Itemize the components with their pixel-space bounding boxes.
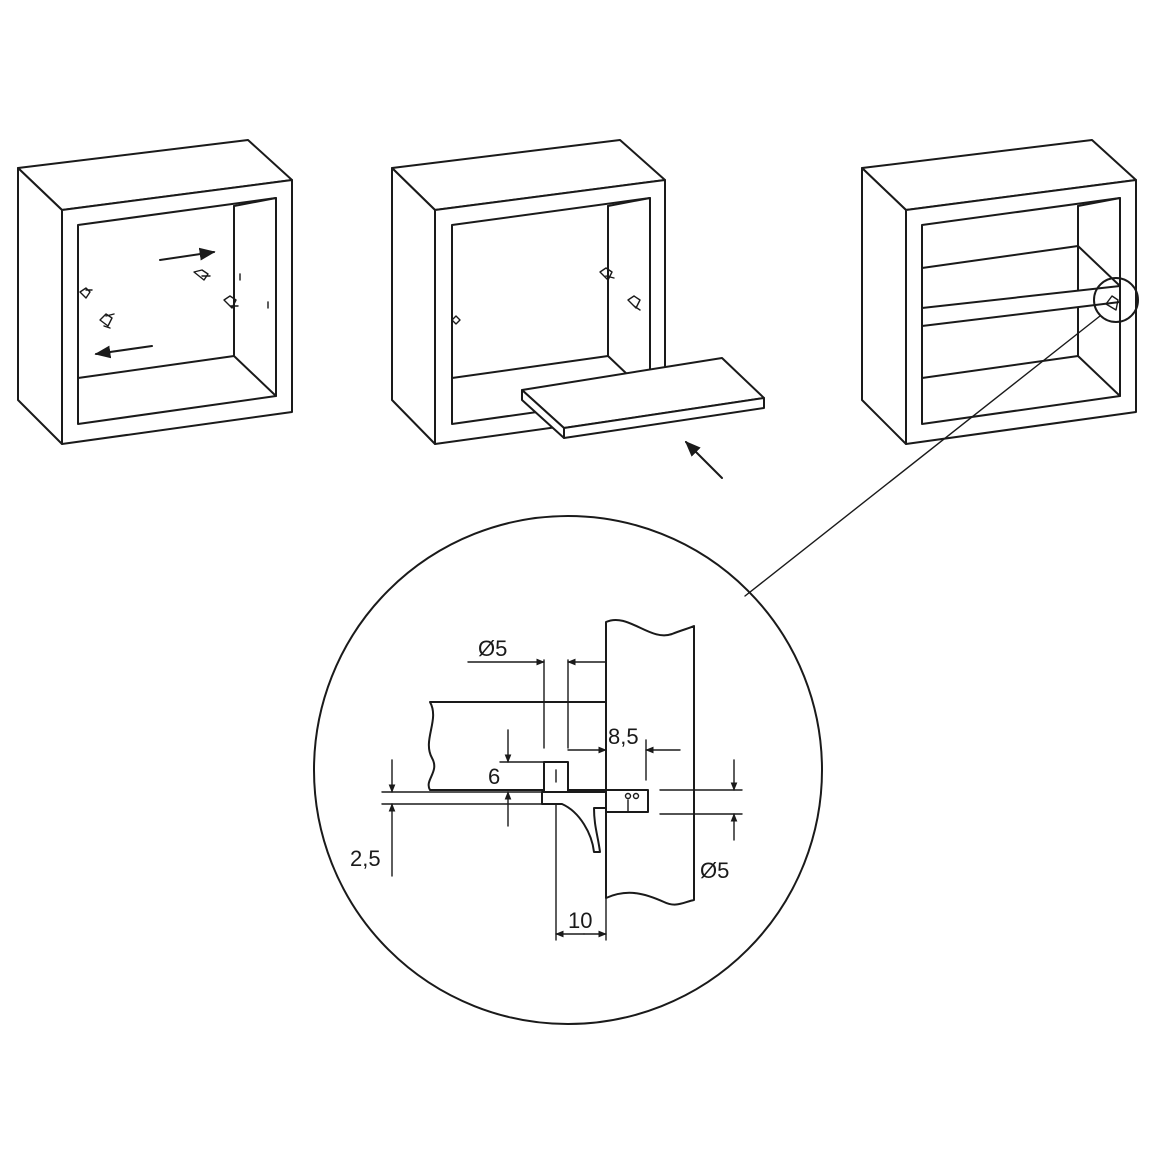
shelf-section — [427, 701, 607, 791]
side-panel-section — [605, 619, 695, 906]
dim-pin-offset: 8,5 — [567, 724, 681, 781]
dim-label-pin-hole-diameter: Ø5 — [478, 636, 507, 661]
detail-callout-circle — [1093, 277, 1139, 323]
dim-pin-hole-diameter: Ø5 — [467, 636, 607, 749]
cabinet-step-1 — [17, 139, 293, 445]
dim-hole-distance: 10 — [555, 803, 607, 941]
shelf-pin-body — [541, 791, 607, 853]
dim-pin-height: 6 — [488, 729, 545, 827]
cabinet-step-3 — [744, 139, 1139, 597]
shelf-pin-icon — [451, 267, 641, 325]
cabinet-1-opening — [77, 197, 277, 425]
dim-label-pin-height: 6 — [488, 764, 500, 789]
dim-shelf-offset: 2,5 — [350, 759, 543, 877]
shelf-pin-icon — [79, 269, 269, 329]
slide-in-arrow — [684, 440, 723, 479]
shelf-pin-shaft — [605, 789, 649, 813]
insert-arrow-left — [94, 345, 153, 359]
detail-view: Ø5 8,5 6 2,5 Ø — [313, 515, 823, 1025]
insert-arrow-right — [159, 247, 216, 261]
cabinet-1-left-face — [17, 167, 63, 445]
detail-leader-line — [744, 315, 1101, 597]
installed-shelf-top — [921, 245, 1121, 287]
dim-label-pin-offset: 8,5 — [608, 724, 639, 749]
cabinet-2-left-face — [391, 167, 436, 445]
detail-view-circle — [313, 515, 823, 1025]
installed-shelf-front — [921, 285, 1121, 327]
shelf-board-front-edge — [563, 397, 765, 439]
dim-label-side-hole-diameter: Ø5 — [700, 858, 729, 883]
dim-label-hole-distance: 10 — [568, 908, 592, 933]
dim-side-hole-diameter: Ø5 — [659, 759, 743, 883]
cabinet-3-left-face — [861, 167, 907, 445]
cabinet-step-2 — [391, 139, 765, 479]
dim-label-shelf-offset: 2,5 — [350, 846, 381, 871]
